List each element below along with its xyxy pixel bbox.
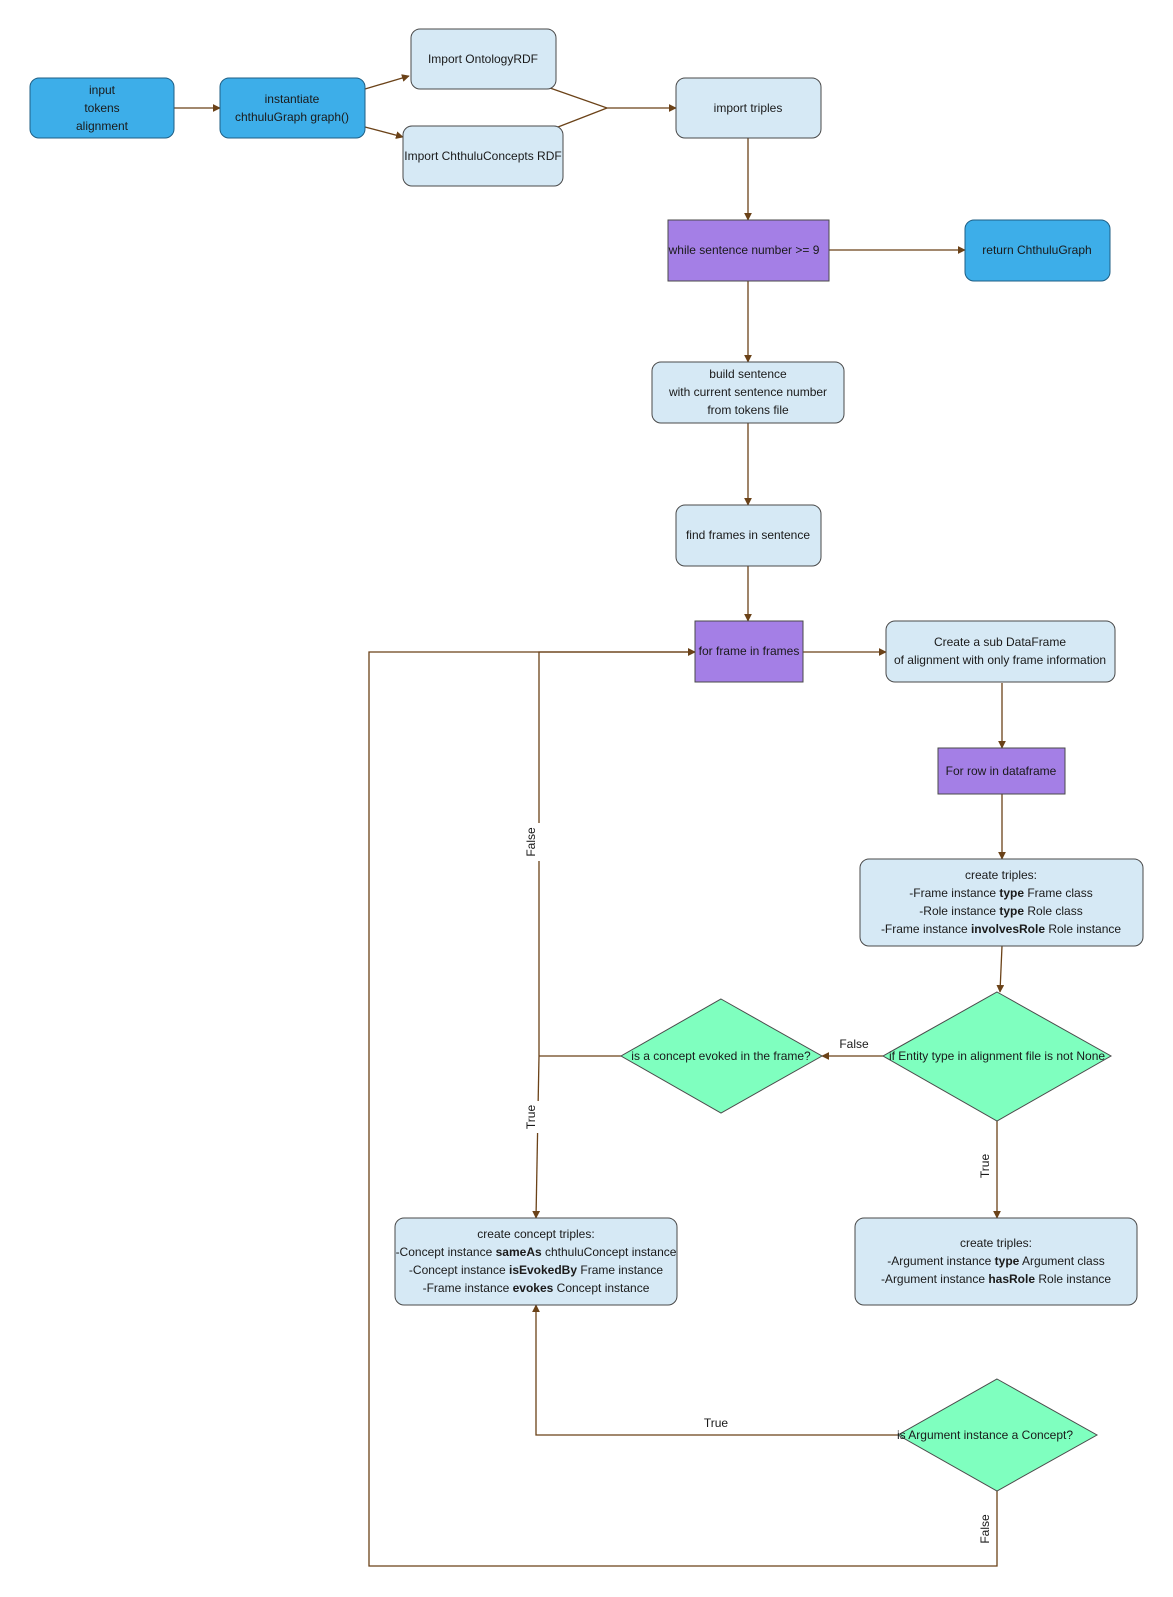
node-create-concept-triples[interactable]: create concept triples: -Concept instance…: [394, 1217, 678, 1306]
node-label-line: chthuluGraph graph(): [235, 110, 349, 124]
node-import-ontology[interactable]: Import OntologyRDF: [410, 28, 557, 90]
node-label-line: -Frame instance evokes Concept instance: [423, 1281, 650, 1295]
node-entity-decision-text: if Entity type in alignment file is not …: [889, 1049, 1105, 1063]
node-input-text: input tokens alignment: [76, 83, 129, 133]
edge-label-entity-false: False: [839, 1037, 869, 1051]
edge-labels: False True False True True False: [522, 823, 994, 1548]
node-create-concept-triples-text: create concept triples: -Concept instance…: [396, 1227, 677, 1295]
edge-argument-false-to-for-frame: [368, 648, 998, 1567]
edge-ontology-to-triples: [549, 87, 677, 112]
node-import-concepts-text: Import ChthuluConcepts RDF: [404, 149, 561, 163]
node-find-frames[interactable]: find frames in sentence: [675, 504, 822, 567]
node-label-line: input: [89, 83, 116, 97]
nodes: input tokens alignment instantiate chthuluG…: [29, 28, 1144, 1492]
node-create-argument-triples-text: create triples: -Argument instance type A…: [881, 1236, 1111, 1286]
node-return-graph[interactable]: return ChthuluGraph: [964, 219, 1111, 282]
node-build-sentence-text: build sentence with current sentence numb…: [668, 367, 827, 417]
node-entity-decision[interactable]: if Entity type in alignment file is not …: [881, 991, 1113, 1122]
node-label-line: create triples:: [965, 868, 1037, 882]
edge-concepts-to-triples: [557, 107, 608, 128]
node-argument-decision[interactable]: is Argument instance a Concept?: [897, 1378, 1099, 1492]
node-create-argument-triples[interactable]: create triples: -Argument instance type A…: [854, 1217, 1138, 1306]
node-while-loop-text: while sentence number >= 9: [668, 243, 820, 257]
node-find-frames-text: find frames in sentence: [686, 528, 810, 542]
node-label-line: -Frame instance involvesRole Role instan…: [881, 922, 1121, 936]
node-label-line: For row in dataframe: [946, 764, 1057, 778]
edge-instantiate-to-ontology: [364, 74, 410, 90]
node-for-row[interactable]: For row in dataframe: [937, 747, 1066, 795]
node-label-line: for frame in frames: [699, 644, 800, 658]
node-label-line: is a concept evoked in the frame?: [631, 1049, 811, 1063]
edge-label-argument-false: False: [978, 1514, 992, 1544]
edges: [174, 74, 1006, 1567]
edge-label-concept-true: True: [524, 1105, 538, 1130]
node-label-line: -Argument instance hasRole Role instance: [881, 1272, 1111, 1286]
edge-triples-to-entity-decision: [996, 945, 1005, 993]
node-label-line: alignment: [76, 119, 129, 133]
node-concept-decision[interactable]: is a concept evoked in the frame?: [619, 998, 824, 1114]
node-label-line: with current sentence number: [668, 385, 827, 399]
node-input[interactable]: input tokens alignment: [29, 77, 175, 139]
node-for-row-text: For row in dataframe: [946, 764, 1057, 778]
node-label-line: instantiate: [265, 92, 320, 106]
node-while-loop[interactable]: while sentence number >= 9: [667, 219, 830, 282]
edge-label-entity-true: True: [978, 1154, 992, 1179]
node-label-line: -Argument instance type Argument class: [887, 1254, 1104, 1268]
node-label-line: import triples: [714, 101, 783, 115]
node-sub-dataframe-text: Create a sub DataFrame of alignment with …: [894, 635, 1106, 667]
node-build-sentence[interactable]: build sentence with current sentence numb…: [651, 361, 845, 424]
edge-label-argument-true: True: [704, 1416, 729, 1430]
node-label-line: -Role instance type Role class: [919, 904, 1082, 918]
node-label-line: Import ChthuluConcepts RDF: [404, 149, 561, 163]
edge-label-concept-false: False: [524, 827, 538, 857]
node-concept-decision-text: is a concept evoked in the frame?: [631, 1049, 811, 1063]
node-label-line: return ChthuluGraph: [982, 243, 1091, 257]
node-return-graph-text: return ChthuluGraph: [982, 243, 1091, 257]
node-import-triples[interactable]: import triples: [675, 77, 822, 139]
node-label-line: while sentence number >= 9: [668, 243, 820, 257]
node-label-line: create concept triples:: [477, 1227, 594, 1241]
edge-concept-true-to-concept-triples: [532, 1055, 541, 1219]
edge-argument-true-to-concept-triples: [532, 1304, 898, 1436]
node-instantiate-text: instantiate chthuluGraph graph(): [235, 92, 349, 124]
node-for-frame-text: for frame in frames: [699, 644, 800, 658]
node-label-line: Create a sub DataFrame: [934, 635, 1066, 649]
node-label-line: -Concept instance isEvokedBy Frame insta…: [409, 1263, 663, 1277]
edge-instantiate-to-concepts: [364, 126, 404, 139]
node-label-line: is Argument instance a Concept?: [897, 1428, 1073, 1442]
node-label-line: create triples:: [960, 1236, 1032, 1250]
node-label-line: find frames in sentence: [686, 528, 810, 542]
node-create-triples-frame[interactable]: create triples: -Frame instance type Fram…: [859, 858, 1144, 947]
node-label-line: from tokens file: [707, 403, 789, 417]
node-instantiate[interactable]: instantiate chthuluGraph graph(): [219, 77, 366, 139]
node-sub-dataframe[interactable]: Create a sub DataFrame of alignment with …: [885, 620, 1116, 683]
node-label-line: of alignment with only frame information: [894, 653, 1106, 667]
node-label-line: Import OntologyRDF: [428, 52, 538, 66]
node-label-line: tokens: [84, 101, 119, 115]
node-import-concepts[interactable]: Import ChthuluConcepts RDF: [402, 125, 564, 187]
node-label-line: if Entity type in alignment file is not …: [889, 1049, 1105, 1063]
node-argument-decision-text: is Argument instance a Concept?: [897, 1428, 1073, 1442]
node-import-triples-text: import triples: [714, 101, 783, 115]
node-create-triples-frame-text: create triples: -Frame instance type Fram…: [881, 868, 1121, 936]
node-for-frame[interactable]: for frame in frames: [694, 620, 804, 683]
node-label-line: -Frame instance type Frame class: [909, 886, 1092, 900]
node-label-line: build sentence: [709, 367, 787, 381]
node-import-ontology-text: Import OntologyRDF: [428, 52, 538, 66]
edge-concept-false-to-for-frame: [538, 648, 696, 1056]
node-label-line: -Concept instance sameAs chthuluConcept …: [396, 1245, 677, 1259]
